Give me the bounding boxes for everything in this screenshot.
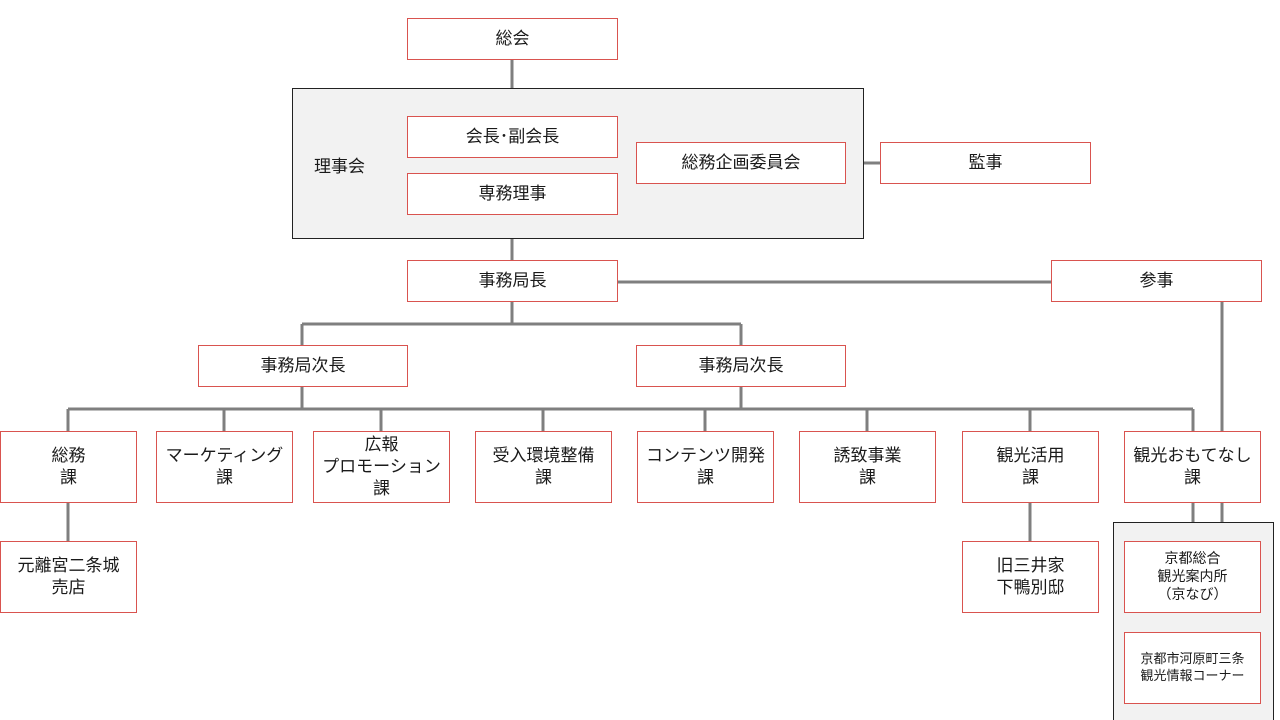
planning-committee-label: 総務企画委員会 (681, 153, 801, 173)
section-label: コンテンツ開発 課 (646, 446, 765, 488)
section-box: 誘致事業 課 (799, 431, 936, 503)
auditor-label: 監事 (968, 153, 1003, 173)
kyonavi-box: 京都総合 観光案内所 （京なび） (1124, 541, 1261, 613)
sanjo-corner-label: 京都市河原町三条 観光情報コーナー (1140, 652, 1245, 684)
planning-committee-box: 総務企画委員会 (636, 142, 846, 184)
deputy-left-box: 事務局次長 (198, 345, 408, 387)
section-label: 総務 課 (51, 446, 86, 488)
secretary-general-box: 事務局長 (407, 260, 618, 302)
chairman-box: 会長･副会長 (407, 116, 618, 158)
section-box: 受入環境整備 課 (475, 431, 612, 503)
deputy-right-label: 事務局次長 (698, 356, 784, 376)
chairman-label: 会長･副会長 (465, 127, 560, 147)
secretary-general-label: 事務局長 (478, 271, 547, 291)
section-box: コンテンツ開発 課 (637, 431, 774, 503)
section-box: マーケティング 課 (156, 431, 293, 503)
deputy-right-box: 事務局次長 (636, 345, 846, 387)
assembly-box: 総会 (407, 18, 618, 60)
councilor-box: 参事 (1051, 260, 1262, 302)
section-label: 広報 プロモーション 課 (322, 435, 441, 499)
section-box: 観光活用 課 (962, 431, 1099, 503)
sanjo-corner-box: 京都市河原町三条 観光情報コーナー (1124, 632, 1261, 704)
section-label: 誘致事業 課 (833, 446, 902, 488)
section-label: 観光おもてなし 課 (1133, 446, 1252, 488)
section-box: 広報 プロモーション 課 (313, 431, 450, 503)
managing-director-label: 専務理事 (478, 184, 547, 204)
mitsui-villa-label: 旧三井家 下鴨別邸 (996, 556, 1065, 598)
councilor-label: 参事 (1139, 271, 1174, 291)
section-box: 観光おもてなし 課 (1124, 431, 1261, 503)
kyonavi-label: 京都総合 観光案内所 （京なび） (1157, 551, 1228, 603)
auditor-box: 監事 (880, 142, 1091, 184)
mitsui-villa-box: 旧三井家 下鴨別邸 (962, 541, 1099, 613)
section-label: マーケティング 課 (165, 446, 284, 488)
deputy-left-label: 事務局次長 (260, 356, 346, 376)
board-label: 理事会 (314, 157, 365, 177)
section-label: 受入環境整備 課 (492, 446, 595, 488)
section-label: 観光活用 課 (996, 446, 1065, 488)
assembly-label: 総会 (495, 29, 530, 49)
managing-director-box: 専務理事 (407, 173, 618, 215)
shop-box: 元離宮二条城 売店 (0, 541, 137, 613)
section-box: 総務 課 (0, 431, 137, 503)
shop-label: 元離宮二条城 売店 (17, 556, 120, 598)
